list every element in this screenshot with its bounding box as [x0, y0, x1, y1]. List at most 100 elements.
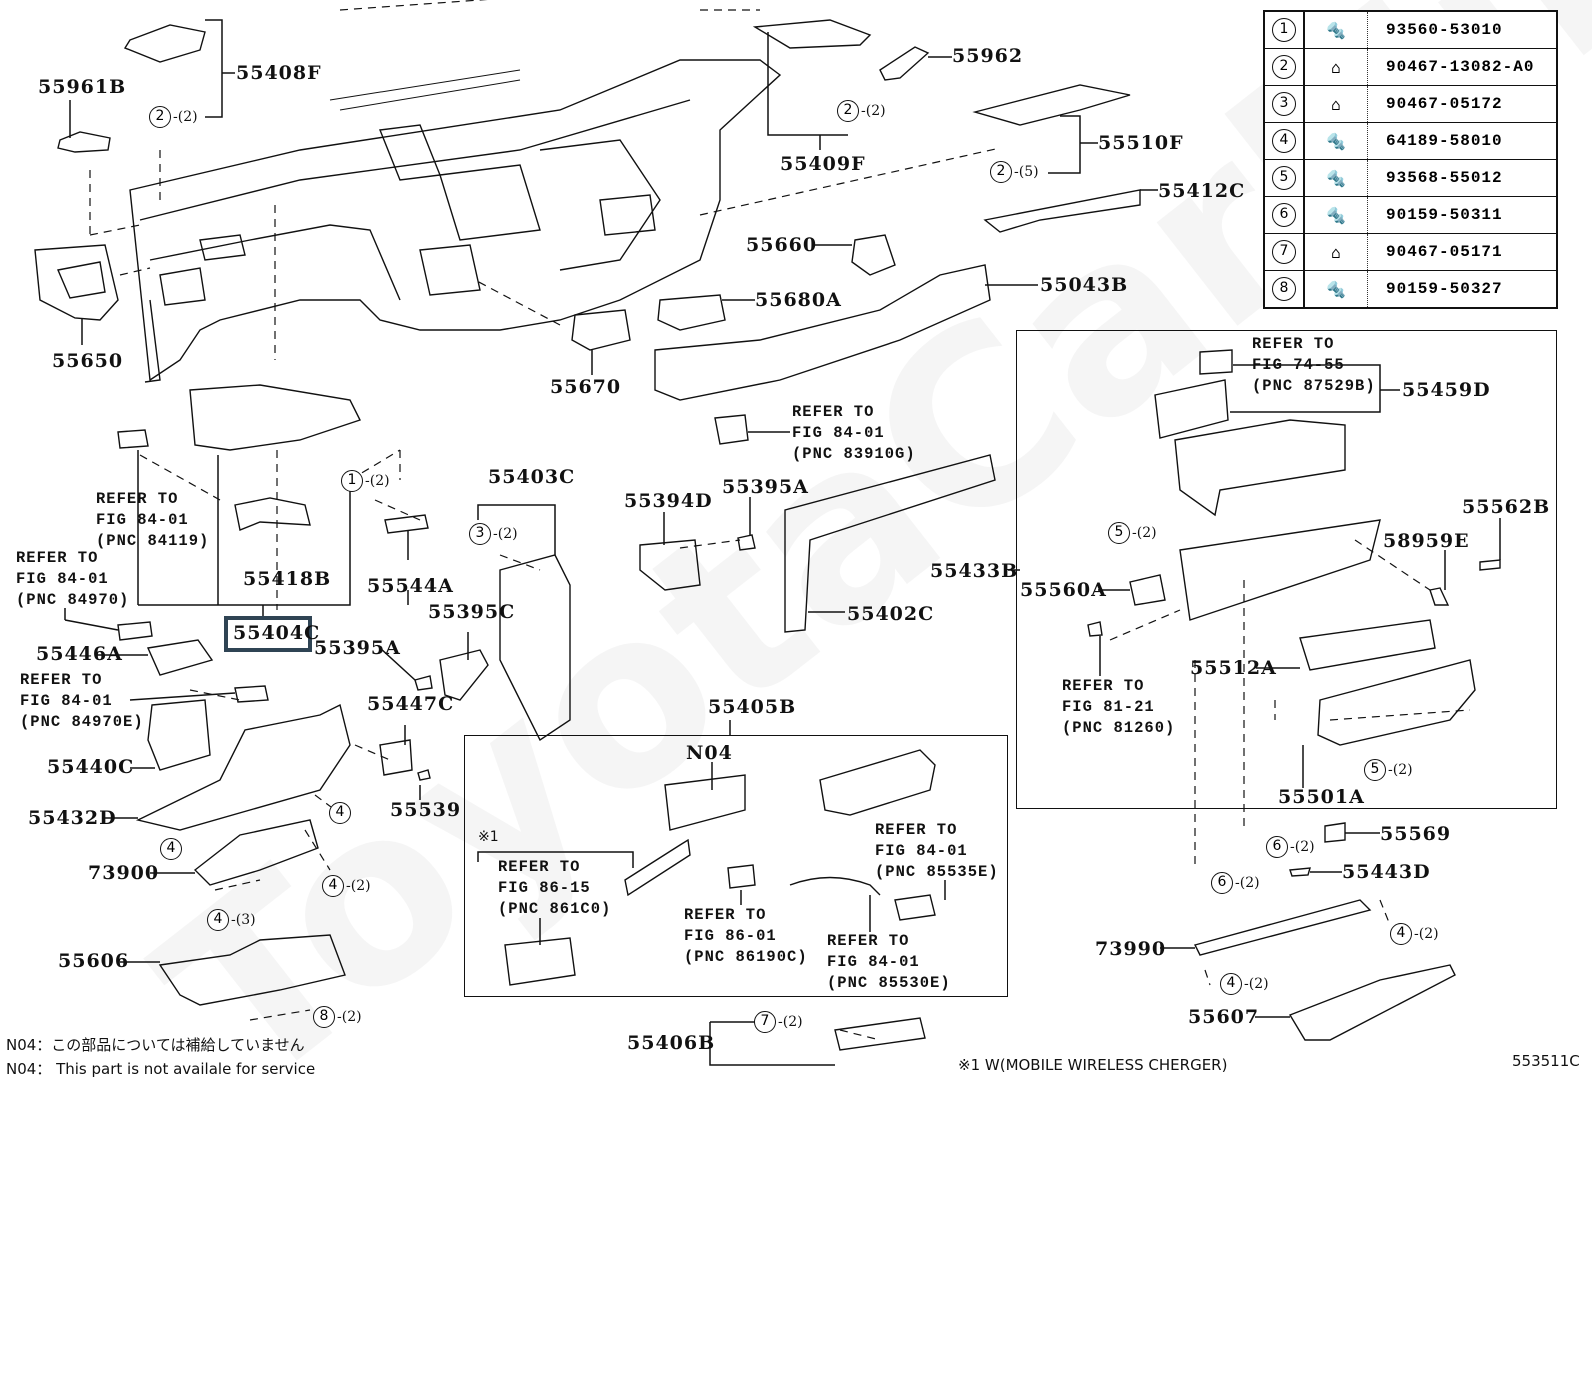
- callout-circle[interactable]: 8: [313, 1006, 335, 1028]
- callout-number: 8: [1272, 277, 1296, 301]
- reference-84970[interactable]: REFER TO FIG 84-01 (PNC 84970): [16, 549, 130, 609]
- part-label-55569[interactable]: 55569: [1380, 823, 1452, 845]
- part-label-55432D[interactable]: 55432D: [28, 807, 117, 829]
- fastener-row[interactable]: 3⌂90467-05172: [1263, 85, 1558, 123]
- part-label-55406B[interactable]: 55406B: [627, 1032, 716, 1054]
- part-label-55408F[interactable]: 55408F: [236, 62, 322, 84]
- callout-circle[interactable]: 5: [1364, 759, 1386, 781]
- fastener-row[interactable]: 8🔩90159-50327: [1263, 270, 1558, 309]
- fastener-row[interactable]: 2 ⌂ 90467-13082-A0: [1263, 48, 1558, 86]
- callout-number: 2: [1272, 55, 1296, 79]
- part-label-55395A[interactable]: 55395A: [314, 637, 401, 659]
- callout-circle[interactable]: 2: [990, 161, 1012, 183]
- part-label-55660[interactable]: 55660: [746, 234, 818, 256]
- clip-icon: ⌂: [1331, 57, 1341, 77]
- reference-87529B[interactable]: REFER TO FIG 74-55 (PNC 87529B): [1252, 335, 1376, 395]
- part-number: 90467-13082-A0: [1367, 48, 1558, 86]
- part-label-55395C[interactable]: 55395C: [428, 601, 516, 623]
- part-label-55680A[interactable]: 55680A: [755, 289, 842, 311]
- part-label-55403C[interactable]: 55403C: [488, 466, 576, 488]
- part-label-55512A[interactable]: 55512A: [1190, 657, 1277, 679]
- part-label-55670[interactable]: 55670: [550, 376, 622, 398]
- fastener-row[interactable]: 1🔩93560-53010: [1263, 10, 1558, 49]
- part-55961B-drawing: [57, 131, 111, 153]
- callout-circle[interactable]: 4: [207, 909, 229, 931]
- part-label-55443D[interactable]: 55443D: [1342, 861, 1431, 883]
- part-label-55501A[interactable]: 55501A: [1278, 786, 1365, 808]
- part-label-55404C[interactable]: 55404C: [233, 622, 321, 644]
- part-label-55409F[interactable]: 55409F: [780, 153, 866, 175]
- fastener-table: 1🔩93560-53010 2 ⌂ 90467-13082-A0 3⌂90467-0…: [1263, 10, 1558, 309]
- part-label-55607[interactable]: 55607: [1188, 1006, 1260, 1028]
- callout-circle[interactable]: 4: [1220, 973, 1242, 995]
- part-label-55562B[interactable]: 55562B: [1462, 496, 1551, 518]
- part-55562B-drawing: [1479, 559, 1501, 571]
- reference-86190C[interactable]: REFER TO FIG 86-01 (PNC 86190C): [684, 906, 808, 966]
- callout-circle[interactable]: 7: [754, 1011, 776, 1033]
- part-55043B-drawing: [654, 264, 991, 401]
- reference-81260[interactable]: REFER TO FIG 81-21 (PNC 81260): [1062, 677, 1176, 737]
- callout-circle[interactable]: 4: [329, 802, 351, 824]
- callout-circle[interactable]: 6: [1266, 836, 1288, 858]
- switch-83910G-drawing: [714, 414, 749, 445]
- part-label-55418B[interactable]: 55418B: [243, 568, 332, 590]
- fastener-row[interactable]: 7⌂90467-05171: [1263, 233, 1558, 271]
- callout-circle[interactable]: 5: [1108, 522, 1130, 544]
- callout-circle[interactable]: 2: [149, 106, 171, 128]
- callout-circle[interactable]: 4: [160, 838, 182, 860]
- parts-line-art: [34, 0, 1501, 1066]
- part-label-55433B[interactable]: 55433B: [930, 560, 1019, 582]
- reference-861C0[interactable]: REFER TO FIG 86-15 (PNC 861C0): [498, 858, 612, 918]
- part-label-55440C[interactable]: 55440C: [47, 756, 135, 778]
- part-label-55394D[interactable]: 55394D: [624, 490, 713, 512]
- callout-circle[interactable]: 3: [469, 523, 491, 545]
- part-label-55402C[interactable]: 55402C: [847, 603, 935, 625]
- callout-number: 7: [1272, 240, 1296, 264]
- part-label-55459D[interactable]: 55459D: [1402, 379, 1491, 401]
- part-label-55510F[interactable]: 55510F: [1098, 132, 1184, 154]
- reference-84119[interactable]: REFER TO FIG 84-01 (PNC 84119): [96, 490, 210, 550]
- fastener-row[interactable]: 5🔩93568-55012: [1263, 159, 1558, 197]
- callout-circle[interactable]: 4: [322, 875, 344, 897]
- part-label-55650[interactable]: 55650: [52, 350, 124, 372]
- part-number: 90467-05172: [1367, 85, 1558, 123]
- part-label-58959E[interactable]: 58959E: [1383, 530, 1470, 552]
- part-label-55043B[interactable]: 55043B: [1040, 274, 1129, 296]
- callout-qty: -(2): [346, 878, 371, 894]
- callout-circle[interactable]: 4: [1390, 923, 1412, 945]
- part-label-55961B[interactable]: 55961B: [38, 76, 127, 98]
- fastener-row[interactable]: 6🔩90159-50311: [1263, 196, 1558, 234]
- callout-circle[interactable]: 1: [341, 470, 363, 492]
- part-55418B-drawing: [234, 497, 311, 531]
- part-label-55544A[interactable]: 55544A: [367, 575, 454, 597]
- part-label-55447C[interactable]: 55447C: [367, 693, 455, 715]
- reference-83910G[interactable]: REFER TO FIG 84-01 (PNC 83910G): [792, 403, 916, 463]
- part-label-55405B[interactable]: 55405B: [708, 696, 797, 718]
- part-label-55539[interactable]: 55539: [390, 799, 462, 821]
- clip-icon: ⌂: [1331, 242, 1341, 262]
- reference-85535E[interactable]: REFER TO FIG 84-01 (PNC 85535E): [875, 821, 999, 881]
- fastener-row[interactable]: 4🔩64189-58010: [1263, 122, 1558, 160]
- part-55510F-drawing: [972, 84, 1131, 126]
- part-55560A-drawing: [1129, 574, 1166, 606]
- part-55440C-drawing: [147, 699, 211, 771]
- screw-55395A-mid-drawing: [737, 534, 756, 551]
- part-label-73990[interactable]: 73990: [1095, 938, 1167, 960]
- part-label-55412C[interactable]: 55412C: [1158, 180, 1246, 202]
- part-label-55395A-mid[interactable]: 55395A: [722, 476, 809, 498]
- callout-number: 5: [1272, 166, 1296, 190]
- part-55402C-drawing: [784, 454, 996, 633]
- reference-85530E[interactable]: REFER TO FIG 84-01 (PNC 85530E): [827, 932, 951, 992]
- callout-circle[interactable]: 2: [837, 100, 859, 122]
- callout-qty: -(2): [493, 526, 518, 542]
- part-label-N04[interactable]: N04: [686, 742, 733, 764]
- inset-55405B-frame: [464, 735, 1008, 997]
- callout-circle[interactable]: 6: [1211, 872, 1233, 894]
- part-label-55446A[interactable]: 55446A: [36, 643, 123, 665]
- part-label-73900[interactable]: 73900: [88, 862, 160, 884]
- part-label-55560A[interactable]: 55560A: [1020, 579, 1107, 601]
- part-label-55606[interactable]: 55606: [58, 950, 130, 972]
- part-55680A-drawing: [657, 294, 726, 331]
- reference-84970E[interactable]: REFER TO FIG 84-01 (PNC 84970E): [20, 671, 144, 731]
- part-label-55962[interactable]: 55962: [952, 45, 1024, 67]
